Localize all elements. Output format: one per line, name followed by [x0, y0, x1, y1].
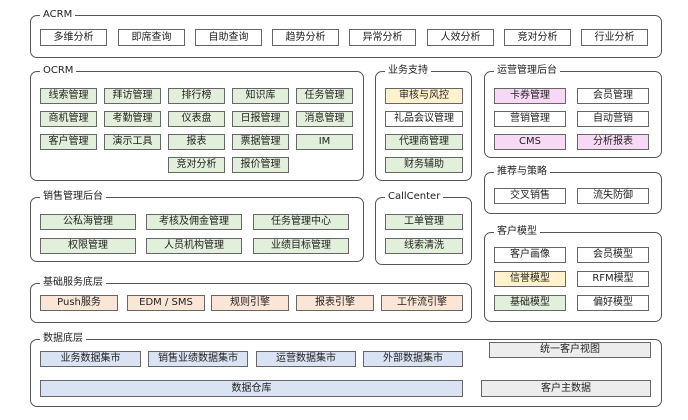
data-mart: 业务数据集市 — [40, 351, 141, 367]
acrm-item: 竞对分析 — [504, 29, 571, 46]
base-service-item: 报表引擎 — [296, 295, 374, 311]
sales-backend-item: 权限管理 — [40, 238, 136, 254]
base-service-item: Push服务 — [40, 295, 118, 311]
ops-backend-group: 运营管理后台 — [484, 64, 662, 158]
data-mart: 销售业绩数据集市 — [148, 351, 248, 367]
ocrm-item: 日报管理 — [232, 111, 289, 127]
ops-backend-title: 运营管理后台 — [494, 64, 560, 78]
sales-backend-item: 人员机构管理 — [146, 238, 242, 254]
ocrm-item: 任务管理 — [296, 88, 353, 104]
ocrm-item: 消息管理 — [296, 111, 353, 127]
acrm-title: ACRM — [40, 8, 76, 22]
ops-backend-item: 会员管理 — [577, 88, 649, 104]
ocrm-item: 商机管理 — [40, 111, 97, 127]
ops-backend-item: CMS — [494, 134, 566, 150]
sales-backend-item: 考核及佣金管理 — [146, 214, 242, 230]
ocrm-item: 考勤管理 — [104, 111, 161, 127]
acrm-item: 即席查询 — [118, 29, 185, 46]
base-service-item: 工作流引擎 — [381, 295, 463, 311]
business-support-title: 业务支持 — [385, 64, 431, 78]
data-layer-title: 数据底层 — [40, 332, 86, 346]
callcenter-item: 线索清洗 — [385, 238, 463, 254]
business-support-item: 代理商管理 — [385, 134, 463, 150]
customer-model-title: 客户模型 — [494, 225, 540, 239]
acrm-item: 趋势分析 — [272, 29, 339, 46]
ops-backend-item: 营销管理 — [494, 111, 566, 127]
business-support-item: 审核与风控 — [385, 88, 463, 104]
customer-model-item: 客户画像 — [494, 247, 566, 263]
base-service-title: 基础服务底层 — [40, 276, 106, 290]
ocrm-item: 报表 — [168, 134, 225, 150]
data-mart: 运营数据集市 — [256, 351, 356, 367]
base-service-item: 规则引擎 — [211, 295, 289, 311]
ocrm-item: 知识库 — [232, 88, 289, 104]
customer-model-group: 客户模型 — [484, 225, 662, 322]
ocrm-item: 演示工具 — [104, 134, 161, 150]
callcenter-item: 工单管理 — [385, 214, 463, 230]
ocrm-title: OCRM — [40, 64, 77, 78]
sales-backend-title: 销售管理后台 — [40, 190, 106, 204]
recommend-group: 推荐与策略 — [484, 165, 662, 214]
ocrm-item: 报价管理 — [232, 157, 289, 173]
ops-backend-item: 卡券管理 — [494, 88, 566, 104]
ocrm-item: 票据管理 — [232, 134, 289, 150]
business-support-item: 礼品会议管理 — [385, 111, 463, 127]
acrm-group: ACRM — [30, 8, 662, 58]
customer-model-item: 偏好模型 — [577, 295, 649, 311]
acrm-item: 行业分析 — [581, 29, 648, 46]
acrm-item: 人效分析 — [427, 29, 494, 46]
recommend-title: 推荐与策略 — [494, 165, 550, 179]
unified-customer-view: 统一客户视图 — [489, 342, 651, 358]
data-mart: 外部数据集市 — [363, 351, 463, 367]
sales-backend-item: 任务管理中心 — [253, 214, 349, 230]
ocrm-item: 拜访管理 — [104, 88, 161, 104]
customer-model-item: 基础模型 — [494, 295, 566, 311]
ocrm-item: 客户管理 — [40, 134, 97, 150]
data-warehouse: 数据仓库 — [40, 380, 463, 397]
ocrm-group: OCRM — [30, 64, 364, 181]
ocrm-item: 仪表盘 — [168, 111, 225, 127]
business-support-item: 财务辅助 — [385, 157, 463, 173]
base-service-group: 基础服务底层 — [30, 276, 472, 323]
data-layer-group: 数据底层 — [30, 332, 662, 407]
ocrm-item: 排行榜 — [168, 88, 225, 104]
customer-master-data: 客户主数据 — [481, 380, 651, 397]
sales-backend-item: 业绩目标管理 — [253, 238, 349, 254]
ops-backend-item: 自动营销 — [577, 111, 649, 127]
ocrm-item: 竞对分析 — [168, 157, 225, 173]
customer-model-item: 会员模型 — [577, 247, 649, 263]
acrm-item: 自助查询 — [195, 29, 262, 46]
acrm-item: 异常分析 — [349, 29, 416, 46]
sales-backend-item: 公私海管理 — [40, 214, 136, 230]
customer-model-item: 信誉模型 — [494, 271, 566, 287]
recommend-item: 流失防御 — [577, 188, 649, 204]
ocrm-item: IM — [296, 134, 353, 150]
sales-backend-group: 销售管理后台 — [30, 190, 364, 262]
customer-model-item: RFM模型 — [577, 271, 649, 287]
base-service-item: EDM / SMS — [127, 295, 205, 311]
callcenter-title: CallCenter — [385, 190, 444, 204]
ocrm-item: 线索管理 — [40, 88, 97, 104]
recommend-item: 交叉销售 — [494, 188, 566, 204]
callcenter-group: CallCenter — [375, 190, 472, 265]
business-support-group: 业务支持 — [375, 64, 472, 181]
ops-backend-item: 分析报表 — [577, 134, 649, 150]
acrm-item: 多维分析 — [40, 29, 107, 46]
